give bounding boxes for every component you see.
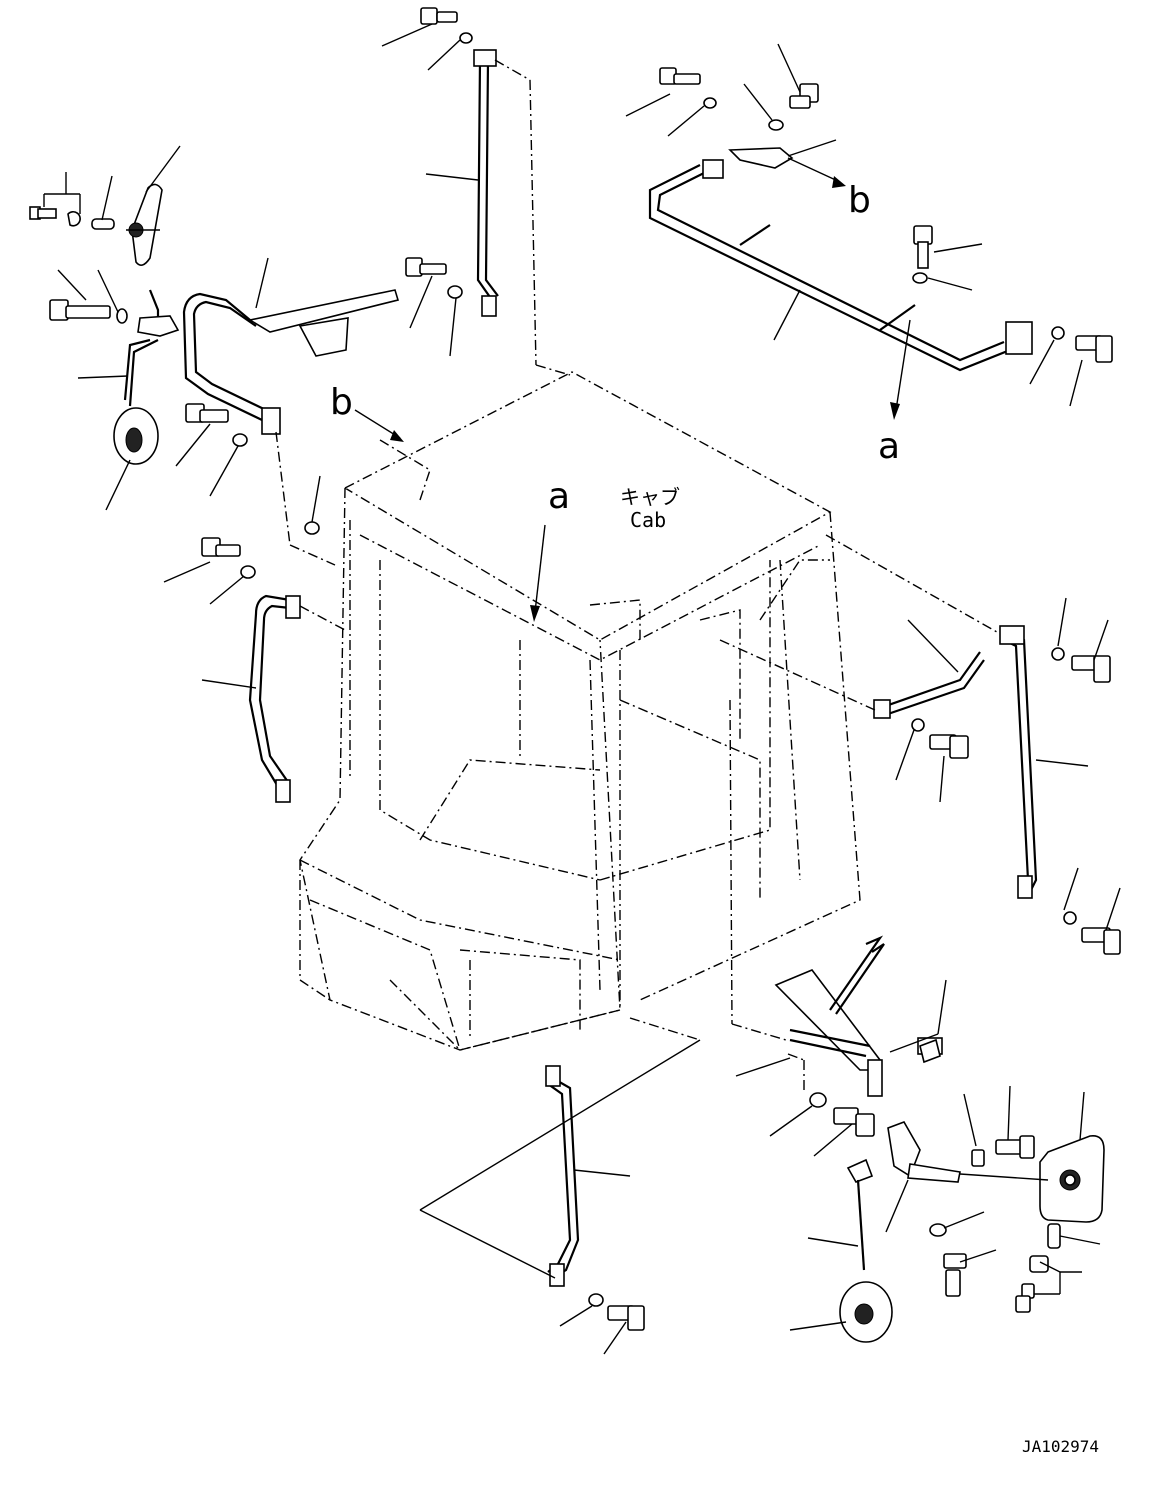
drawing-number: JA102974 [1022, 1437, 1099, 1456]
ref-a-right-letter: a [878, 426, 900, 467]
handrail-top-center [381, 7, 571, 376]
handrail-lower-left [163, 537, 346, 803]
rail-top-right [625, 43, 1113, 407]
handrail-upper-left [175, 257, 400, 566]
ref-a-cab: a [530, 476, 570, 622]
ref-a-right: a [878, 319, 911, 467]
arrow-head-icon [832, 176, 846, 188]
arrow-head-icon [530, 605, 540, 622]
mirror-assembly-lower-right [789, 1085, 1105, 1343]
cab-frame [299, 371, 861, 1051]
cab-label-en: Cab [630, 508, 666, 532]
ref-b-right-letter: b [848, 180, 871, 221]
ref-b-left-letter: b [330, 382, 353, 423]
arrow-head-icon [390, 430, 404, 442]
handrail-right-small [719, 534, 1005, 803]
mirror-stay-lower-right [729, 699, 947, 1157]
bolts-top-center [405, 257, 463, 357]
screw-frame-left [304, 475, 321, 535]
ref-a-cab-letter: a [548, 476, 570, 517]
cab-label-jp: キャブ [620, 485, 680, 509]
cab-label: キャブ Cab [620, 485, 680, 532]
caution-plate [919, 1038, 941, 1064]
arrow-head-icon [890, 402, 900, 420]
mirror-assembly-upper-left [29, 145, 181, 511]
ref-b-left: b [330, 382, 404, 442]
handrail-right-tall [999, 597, 1121, 955]
handrail-lower-center [419, 1017, 701, 1355]
ref-b-right: b [787, 157, 871, 221]
